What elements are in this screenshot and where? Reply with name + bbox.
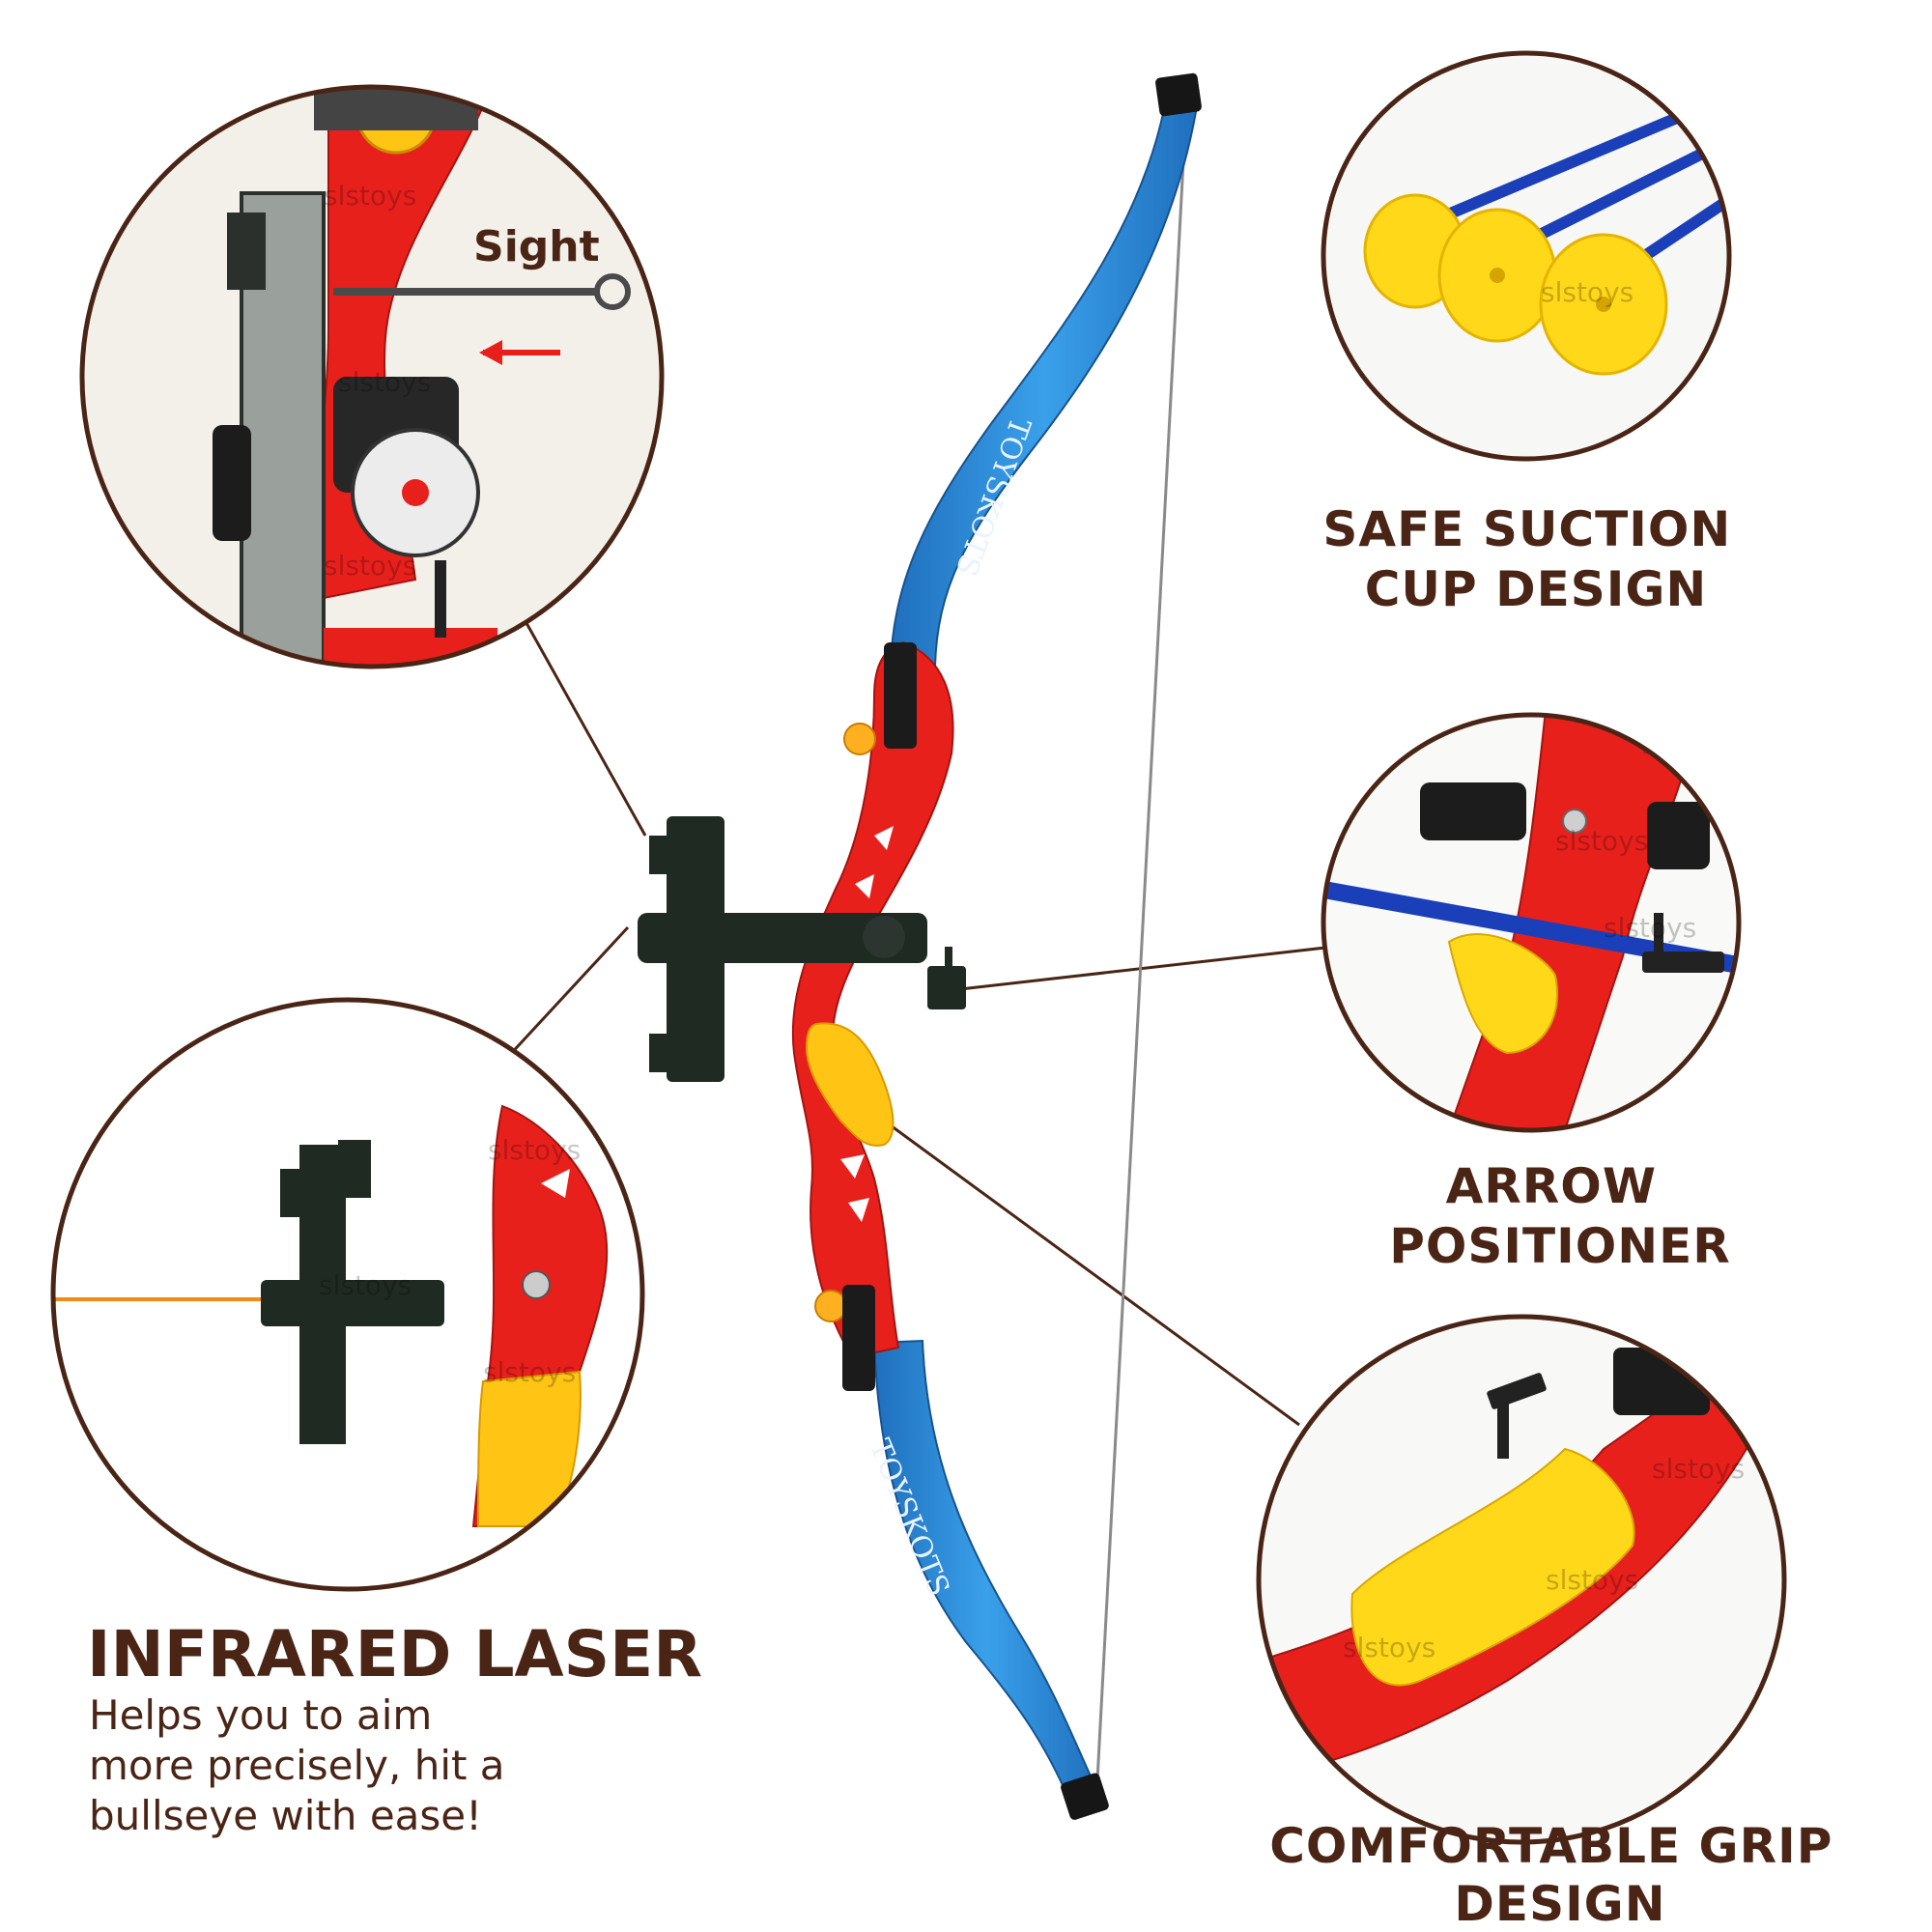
- limb-pocket: [884, 642, 917, 749]
- watermark-text: slstoys: [488, 1134, 581, 1166]
- connector-lines: [505, 622, 1378, 1427]
- sight-detail-circle: slstoys slstoys slstoys Sight: [79, 84, 665, 669]
- watermark-text: slstoys: [319, 1269, 412, 1301]
- sight-assembly: [638, 816, 966, 1082]
- laser-detail-circle: slstoys slstoys slstoys: [50, 997, 645, 1592]
- watermark-text: slstoys: [1546, 1564, 1638, 1596]
- upper-limb-tip: [1155, 72, 1202, 117]
- lower-limb-tip: [1061, 1773, 1109, 1820]
- riser-cutout: [840, 1154, 865, 1179]
- riser-cutout: [848, 1198, 869, 1222]
- suction-cup-detail-circle: slstoys: [1321, 50, 1732, 462]
- limb-pocket: [842, 1285, 875, 1391]
- limb-bolt-icon: [814, 1290, 847, 1322]
- infrared-laser-title: INFRARED LASER: [87, 1617, 702, 1691]
- sight-label: Sight: [473, 222, 600, 271]
- bow-riser: [791, 640, 954, 1359]
- riser-cutout: [874, 826, 894, 850]
- limb-bolt-icon: [843, 723, 876, 755]
- riser-cutout: [855, 874, 874, 898]
- arrow-positioner-label: ARROW POSITIONER: [1389, 1158, 1730, 1274]
- watermark-text: slstoys: [324, 180, 416, 212]
- watermark-text: slstoys: [483, 1356, 576, 1388]
- bow-grip: [805, 1022, 895, 1147]
- watermark-text: slstoys: [338, 366, 431, 398]
- watermark-text: slstoys: [1541, 276, 1634, 308]
- upper-limb: [889, 99, 1200, 668]
- suction-cup-label: SAFE SUCTION CUP DESIGN: [1322, 501, 1748, 617]
- watermark-text: slstoys: [1343, 1632, 1435, 1663]
- bow-product: TOYSKOTS TOYSKOTS: [638, 72, 1202, 1820]
- watermark-text: slstoys: [1652, 1453, 1745, 1485]
- lower-limb: [872, 1339, 1101, 1804]
- arrow-positioner-detail-circle: slstoys slstoys slstoys: [1321, 712, 1742, 1133]
- infrared-laser-description: Helps you to aim more precisely, hit a b…: [89, 1691, 518, 1839]
- grip-label: COMFORTABLE GRIP DESIGN: [1269, 1818, 1851, 1932]
- watermark-text: slstoys: [1604, 912, 1696, 944]
- bow-string: [1094, 105, 1188, 1800]
- watermark-text: slstoys: [324, 550, 416, 582]
- watermark-text: slstoys: [1555, 825, 1648, 857]
- grip-detail-circle: slstoys slstoys slstoys: [1256, 1314, 1787, 1845]
